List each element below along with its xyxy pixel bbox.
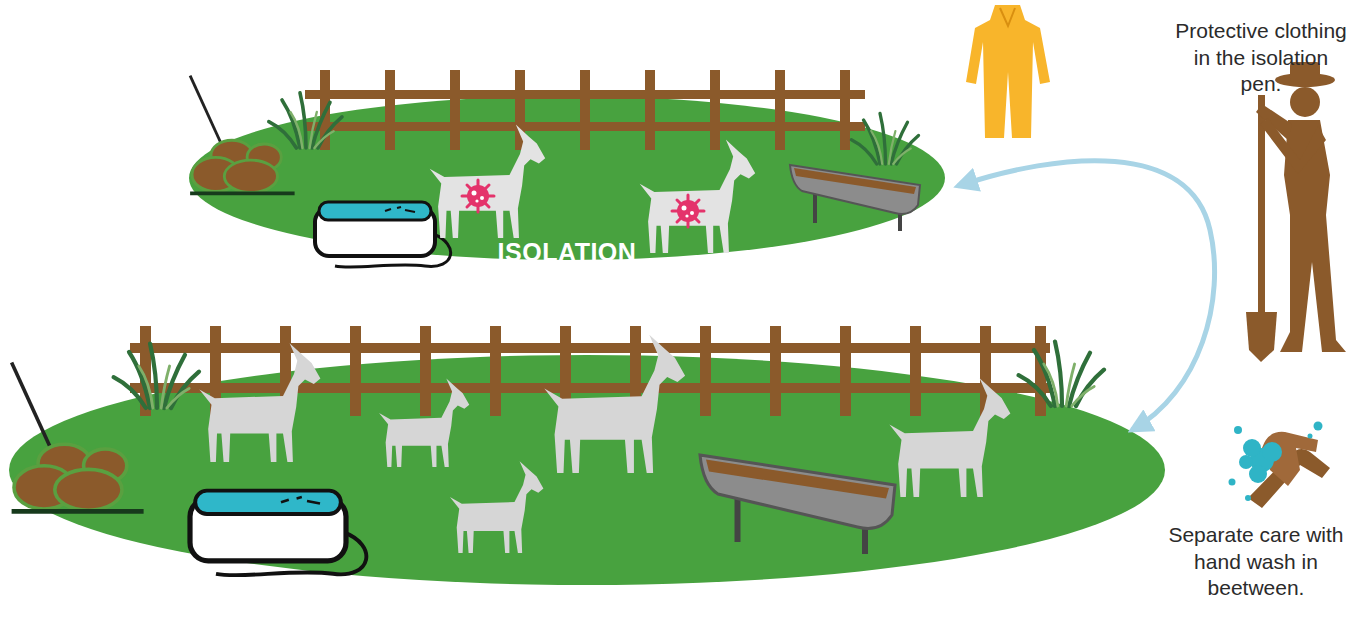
protective-suit [966, 5, 1050, 138]
caption-note: Separate care with hand wash in beetween… [1158, 522, 1352, 602]
virus-icon [462, 180, 494, 212]
goat [199, 343, 320, 462]
caption-note: Protective clothing in the isolation pen… [1172, 18, 1350, 98]
goat [889, 378, 1010, 497]
feed-trough [700, 455, 895, 554]
farmer [1246, 62, 1346, 362]
pen-title: ISOLATION [189, 238, 945, 267]
water-tub [190, 491, 366, 576]
manure-pile [12, 363, 144, 512]
pen-ground [189, 96, 945, 260]
grass-tuft [114, 344, 199, 408]
goat [379, 378, 469, 467]
hand-wash-icon [1229, 422, 1331, 509]
goat [450, 461, 544, 553]
isolation-fence [305, 70, 865, 150]
suit-collar [1000, 8, 1015, 26]
grass-tuft [1019, 342, 1104, 406]
goat [544, 335, 685, 473]
care-arrow [958, 161, 1215, 430]
water-tub [315, 202, 451, 267]
virus-icon [672, 195, 704, 227]
